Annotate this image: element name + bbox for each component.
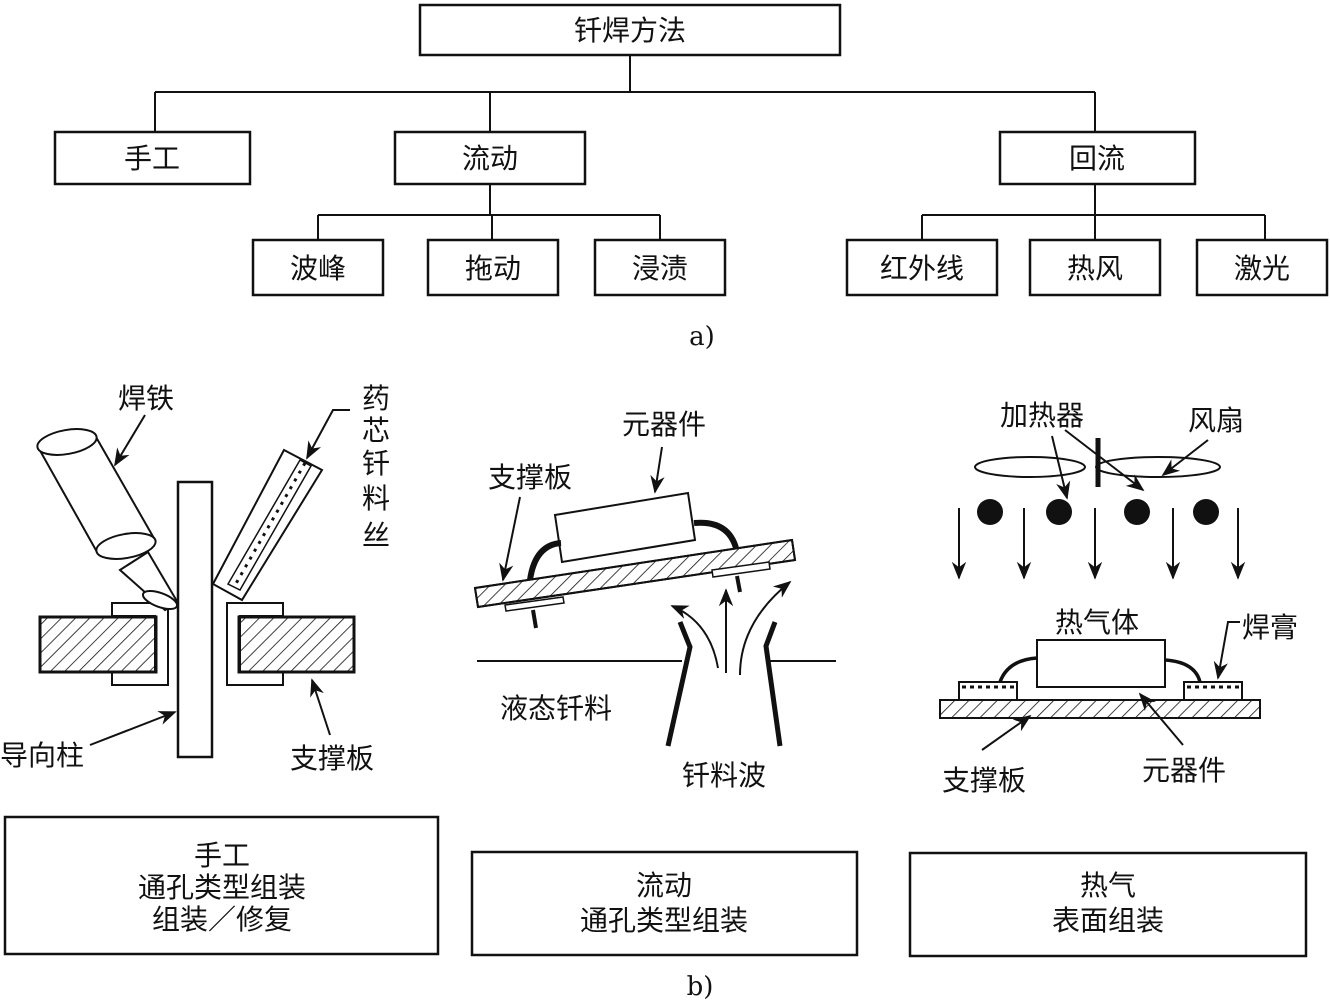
label-component: 元器件 xyxy=(1142,754,1226,787)
node-dip-label: 浸渍 xyxy=(632,252,688,285)
hot-air-component xyxy=(1036,639,1166,688)
flow-caption-line-2: 通孔类型组装 xyxy=(580,904,748,937)
left-board xyxy=(38,615,158,674)
method-tree: 钎焊方法 手工 流动 回流 波峰 拖动 浸渍 红外线 热风 激光 xyxy=(53,3,1329,352)
node-wave-box xyxy=(251,238,385,297)
label-guide-post: 导向柱 xyxy=(0,739,84,772)
node-manual-label: 手工 xyxy=(124,142,180,175)
label-component: 元器件 xyxy=(622,408,706,441)
node-infrared-box xyxy=(845,238,999,297)
manual-caption-line-3: 组装／修复 xyxy=(152,903,292,936)
node-hotair-label: 热风 xyxy=(1067,252,1123,285)
label-wire-2: 芯 xyxy=(362,414,390,447)
label-support-board: 支撑板 xyxy=(290,742,374,775)
node-infrared-label: 红外线 xyxy=(880,252,964,285)
label-wire-3: 钎 xyxy=(362,447,390,480)
panel-hot-air: 加热器 风扇 热气体 焊膏 支撑板 元器件 热气 表面组装 xyxy=(908,399,1308,958)
manual-caption-line-2: 通孔类型组装 xyxy=(138,871,306,904)
flux-core-wire xyxy=(211,448,324,602)
label-solder-wave: 钎料波 xyxy=(682,759,766,792)
hotair-caption-box xyxy=(908,851,1308,958)
node-dip-box xyxy=(593,238,727,297)
flow-caption-box xyxy=(470,850,859,957)
heater-dot xyxy=(1124,499,1150,525)
node-reflow-box xyxy=(998,130,1197,186)
fan-blade-left xyxy=(974,456,1086,478)
label-fan: 风扇 xyxy=(1188,404,1244,437)
label-heater: 加热器 xyxy=(1000,399,1084,432)
panel-flow: 元器件 支撑板 液态钎料 钎料波 流动 通孔类型组装 xyxy=(470,408,859,957)
hot-air-board xyxy=(939,699,1261,719)
heater-dot xyxy=(1046,499,1072,525)
label-soldering-iron: 焊铁 xyxy=(118,382,174,415)
node-manual-box xyxy=(53,130,252,186)
node-wave-label: 波峰 xyxy=(290,252,346,285)
hotair-caption-line-1: 热气 xyxy=(1080,869,1136,902)
node-flow-label: 流动 xyxy=(462,142,518,175)
label-wire-4: 料 xyxy=(362,482,390,515)
right-board xyxy=(237,615,356,674)
heater-dot xyxy=(977,499,1003,525)
label-solder-paste: 焊膏 xyxy=(1242,611,1298,644)
guide-post xyxy=(176,480,214,759)
flow-component xyxy=(553,491,697,564)
node-reflow-label: 回流 xyxy=(1069,142,1125,175)
heater-dot xyxy=(1193,499,1219,525)
label-wire-5: 丝 xyxy=(362,519,390,552)
node-drag-box xyxy=(426,238,560,297)
flow-caption-line-1: 流动 xyxy=(636,869,692,902)
node-laser-box xyxy=(1195,238,1329,297)
panel-manual: 焊铁 药 芯 钎 料 丝 导向柱 支撑板 手工 通孔类型组装 组装／修复 xyxy=(0,382,440,956)
root-node-label: 钎焊方法 xyxy=(574,14,686,47)
node-drag-label: 拖动 xyxy=(465,252,521,285)
solder-paste-left xyxy=(958,681,1018,701)
label-hot-gas: 热气体 xyxy=(1055,606,1139,639)
node-laser-label: 激光 xyxy=(1234,252,1290,285)
node-hotair-box xyxy=(1028,238,1162,297)
label-liquid-solder: 液态钎料 xyxy=(500,692,612,725)
soldering-iron xyxy=(36,428,180,612)
label-support-board: 支撑板 xyxy=(488,461,572,494)
manual-caption-box xyxy=(3,815,440,956)
manual-caption-line-1: 手工 xyxy=(194,839,250,872)
caption-a: a) xyxy=(689,322,715,352)
label-wire-1: 药 xyxy=(362,382,390,415)
caption-b: b) xyxy=(687,972,714,1002)
root-node-box xyxy=(418,3,842,57)
solder-paste-right xyxy=(1183,681,1243,701)
label-support-board: 支撑板 xyxy=(942,764,1026,797)
node-flow-box xyxy=(393,130,587,186)
hotair-caption-line-2: 表面组装 xyxy=(1052,904,1164,937)
